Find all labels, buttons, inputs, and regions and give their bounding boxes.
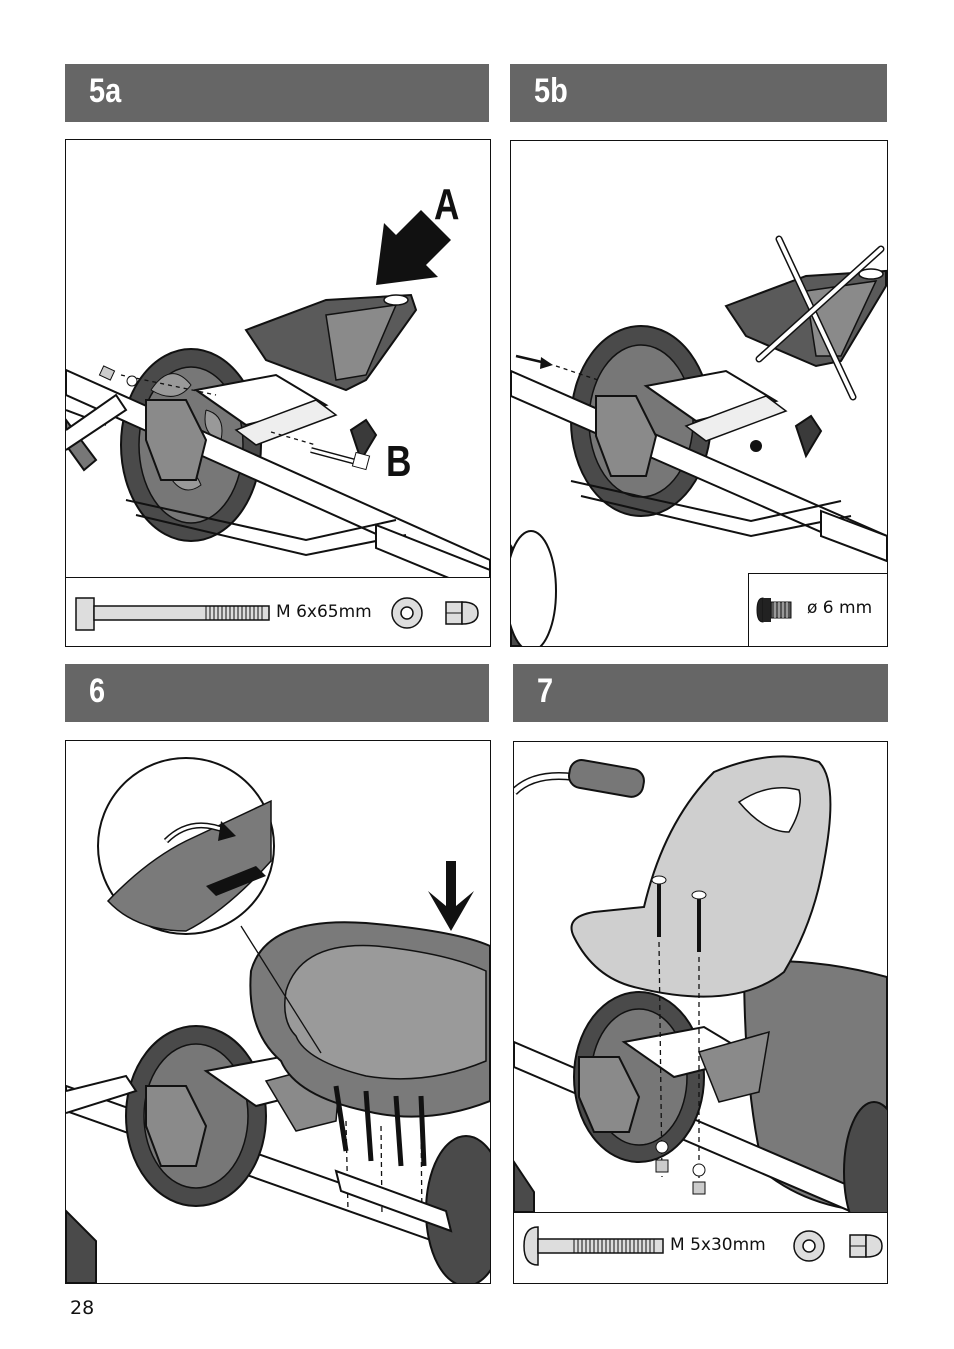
cap-nut-icon: [446, 602, 478, 624]
bolt-icon: [76, 598, 269, 630]
parts-box-7: M 5x30mm: [514, 1212, 887, 1284]
seat-mount-illustration: [514, 742, 887, 1283]
bolt-icon: [524, 1227, 663, 1265]
step-label-7: 7: [537, 672, 553, 711]
basket-mount-illustration: [66, 741, 490, 1283]
washer-icon: [392, 598, 422, 628]
step-header-7: 7: [513, 664, 888, 722]
tricycle-frame-illustration-5b: [511, 141, 887, 646]
step-label-5a: 5a: [89, 72, 121, 111]
plug-icon: [757, 598, 791, 622]
illustration-panel-7: M 5x30mm: [513, 741, 888, 1284]
step-label-5b: 5b: [534, 72, 568, 111]
step-header-6: 6: [65, 664, 489, 722]
step-header-5b: 5b: [510, 64, 887, 122]
parts-box-5b: ø 6 mm: [748, 573, 888, 647]
parts-label-7: M 5x30mm: [670, 1235, 766, 1255]
basket-illustration: [250, 922, 490, 1166]
illustration-panel-6: [65, 740, 491, 1284]
page-number: 28: [70, 1297, 94, 1319]
callout-a: A: [434, 180, 459, 230]
illustration-panel-5a: A B M 6x65mm: [65, 139, 491, 647]
down-arrow-icon: [428, 861, 474, 931]
illustration-panel-5b: ø 6 mm: [510, 140, 888, 647]
parts-box-5a: M 6x65mm: [66, 577, 490, 647]
step-label-6: 6: [89, 672, 105, 711]
callout-b: B: [386, 437, 411, 487]
step-header-5a: 5a: [65, 64, 489, 122]
parts-label-5a: M 6x65mm: [276, 602, 372, 622]
parts-label-5b: ø 6 mm: [807, 598, 872, 618]
washer-icon: [794, 1231, 824, 1261]
tricycle-frame-illustration: [66, 140, 490, 646]
cap-nut-icon: [850, 1235, 882, 1257]
